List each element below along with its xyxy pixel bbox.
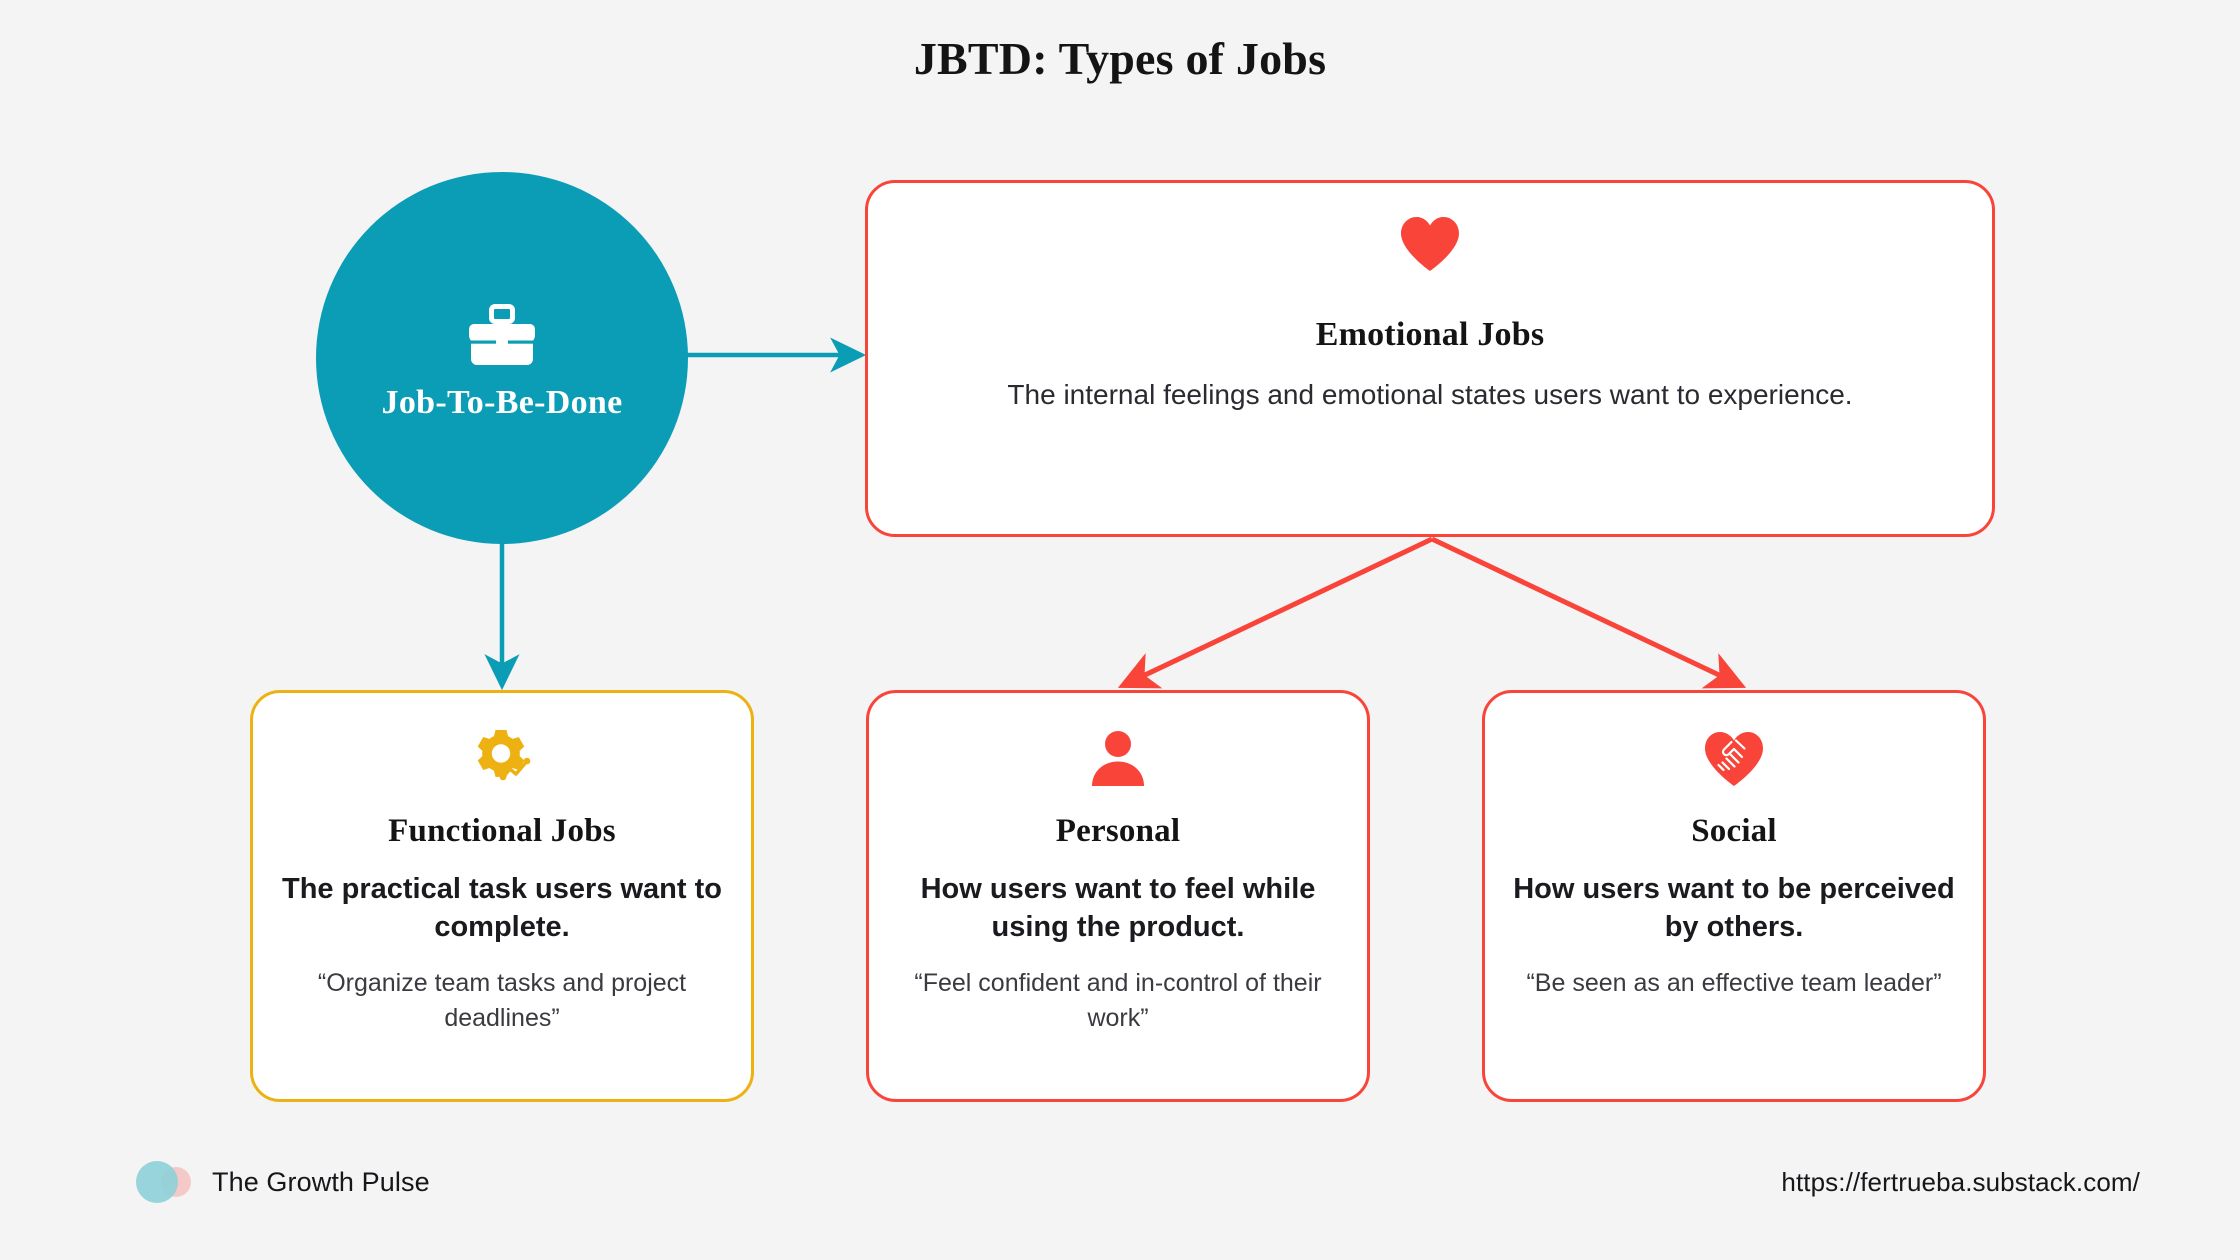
card-emotional-title: Emotional Jobs xyxy=(1315,316,1545,353)
handshake-heart-icon xyxy=(1701,729,1767,787)
card-social-title: Social xyxy=(1691,813,1777,849)
card-emotional-description: The internal feelings and emotional stat… xyxy=(1007,379,1853,410)
card-personal-description: How users want to feel while using the p… xyxy=(920,873,1316,943)
footer-brand: The Growth Pulse xyxy=(133,1160,430,1204)
briefcase-icon xyxy=(468,304,536,366)
card-functional-description: The practical task users want to complet… xyxy=(282,873,722,943)
card-functional-title: Functional Jobs xyxy=(388,813,616,849)
card-personal[interactable]: Personal How users want to feel while us… xyxy=(866,690,1370,1102)
gear-chart-icon xyxy=(471,729,533,787)
connector-emotional-to-social xyxy=(1430,536,1747,689)
card-emotional-jobs[interactable]: Emotional Jobs The internal feelings and… xyxy=(865,180,1995,537)
page-title: JBTD: Types of Jobs xyxy=(913,33,1327,84)
root-node-label: Job-To-Be-Done xyxy=(381,384,623,421)
card-social[interactable]: Social How users want to be perceived by… xyxy=(1482,690,1986,1102)
brand-logo-icon xyxy=(133,1160,199,1204)
footer-url[interactable]: https://fertrueba.substack.com/ xyxy=(1781,1167,2140,1197)
card-personal-title: Personal xyxy=(1055,813,1181,849)
card-social-description: How users want to be perceived by others… xyxy=(1513,873,1955,943)
heart-icon xyxy=(1399,216,1461,272)
card-social-quote: “Be seen as an effective team leader” xyxy=(1526,969,1942,997)
brand-name: The Growth Pulse xyxy=(212,1166,430,1197)
card-personal-quote: “Feel confident and in-control of their … xyxy=(914,969,1322,1032)
card-functional-jobs[interactable]: Functional Jobs The practical task users… xyxy=(250,690,754,1102)
connector-emotional-to-personal xyxy=(1117,536,1434,689)
person-icon xyxy=(1089,729,1147,787)
root-node-job-to-be-done[interactable]: Job-To-Be-Done xyxy=(316,172,688,544)
card-functional-quote: “Organize team tasks and project deadlin… xyxy=(317,969,687,1032)
